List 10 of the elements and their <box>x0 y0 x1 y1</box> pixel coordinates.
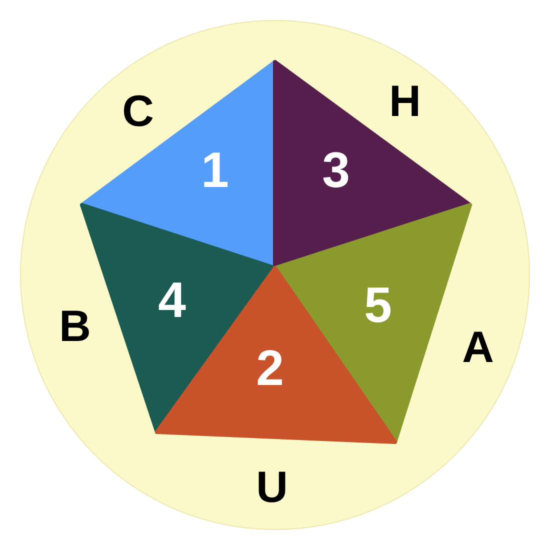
letter-label: U <box>256 466 288 510</box>
letter-label: A <box>462 326 494 370</box>
segment-number: 3 <box>322 145 350 195</box>
segment-number: 2 <box>256 343 284 393</box>
letter-label: H <box>389 80 421 124</box>
segment-number: 4 <box>158 275 186 325</box>
letter-label: C <box>122 90 154 134</box>
segment-number: 5 <box>364 280 392 330</box>
letter-label: B <box>59 305 91 349</box>
segment-number: 1 <box>201 145 229 195</box>
